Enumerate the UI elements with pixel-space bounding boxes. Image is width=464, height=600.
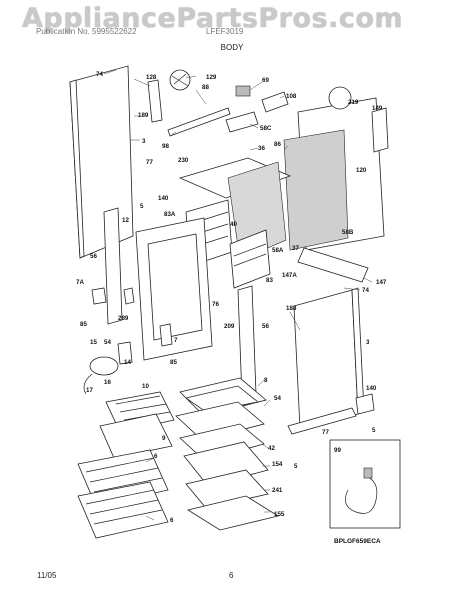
callout: 17 <box>86 387 93 394</box>
right-side-panel <box>293 287 365 429</box>
callout: 3 <box>142 138 146 145</box>
callout: 5 <box>372 427 376 434</box>
bake-element <box>83 341 133 395</box>
callout: 230 <box>178 157 189 164</box>
callout: 120 <box>356 167 367 174</box>
leader-lines <box>103 69 373 521</box>
callout: 56 <box>90 253 97 260</box>
callout: 56 <box>262 323 269 330</box>
front-frame <box>103 207 213 361</box>
rear-top-channel <box>147 69 231 137</box>
callout: 7 <box>174 337 178 344</box>
callout: 10 <box>142 383 149 390</box>
callout: 149 <box>372 105 383 112</box>
callout: 36 <box>258 145 265 152</box>
callout: 85 <box>80 321 87 328</box>
callout: 189 <box>138 112 149 119</box>
callout: 209 <box>224 323 235 330</box>
callout: 154 <box>272 461 283 468</box>
power-cord-inset <box>329 439 401 529</box>
callout: 14 <box>124 359 131 366</box>
footer-page-number: 6 <box>229 571 234 580</box>
callout: 9 <box>162 435 166 442</box>
callout: 8 <box>264 377 268 384</box>
callout: 99 <box>334 447 341 454</box>
callout: 40 <box>230 221 237 228</box>
model-number: LFEF3019 <box>206 27 244 36</box>
callout: 147 <box>376 279 387 286</box>
callout: 129 <box>206 74 217 81</box>
callout: 77 <box>146 159 153 166</box>
callout: 76 <box>212 301 219 308</box>
callout: 83A <box>164 211 176 218</box>
callout: 241 <box>272 487 283 494</box>
callout: 5 <box>294 463 298 470</box>
callout: 219 <box>348 99 359 106</box>
callout: 88 <box>202 84 209 91</box>
callout: 58C <box>260 125 272 132</box>
section-title: BODY <box>220 43 244 52</box>
bottom-rail <box>287 393 375 435</box>
callout: 42 <box>268 445 275 452</box>
callout: 6 <box>154 453 158 460</box>
callout: 74 <box>362 287 369 294</box>
callout: 54 <box>104 339 111 346</box>
callout: 12 <box>122 217 129 224</box>
callout: 140 <box>158 195 169 202</box>
footer-date: 11/05 <box>37 571 57 580</box>
callout: 3 <box>366 339 370 346</box>
drawer-stack <box>175 377 280 531</box>
callout: 128 <box>146 74 157 81</box>
left-brackets <box>91 287 173 347</box>
diagram-code: BPLGF659ECA <box>334 538 381 545</box>
rear-panel <box>283 86 389 251</box>
callout: 58B <box>342 229 354 236</box>
broiler-pan <box>99 391 175 459</box>
callout: 86 <box>274 141 281 148</box>
callout-labels: 74 128 129 88 69 108 219 149 189 3 98 58… <box>76 71 387 545</box>
callout: 37 <box>292 245 299 252</box>
watermark: AppliancePartsPros.com <box>22 3 404 34</box>
callout: 83 <box>266 277 273 284</box>
callout: 6 <box>170 517 174 524</box>
callout: 85 <box>170 359 177 366</box>
left-side-panel <box>69 65 134 259</box>
callout: 16 <box>104 379 111 386</box>
callout: 108 <box>286 93 297 100</box>
callout: 15 <box>90 339 97 346</box>
callout: 74 <box>96 71 103 78</box>
rear-trim <box>297 247 369 283</box>
callout: 77 <box>322 429 329 436</box>
callout: 98 <box>162 143 169 150</box>
callout: 5 <box>140 203 144 210</box>
callout: 188 <box>286 305 297 312</box>
oven-rack-lower <box>77 481 169 539</box>
callout: 7A <box>76 279 84 286</box>
callout: 140 <box>366 385 377 392</box>
callout: 58A <box>272 247 284 254</box>
callout: 147A <box>282 272 297 279</box>
callout: 289 <box>118 315 129 322</box>
switch-assembly <box>225 85 289 133</box>
callout: 54 <box>274 395 281 402</box>
publication-number: Publication No. 5995522622 <box>36 27 137 36</box>
oven-cavity <box>178 157 292 289</box>
callout: 155 <box>274 511 285 518</box>
callout: 69 <box>262 77 269 84</box>
